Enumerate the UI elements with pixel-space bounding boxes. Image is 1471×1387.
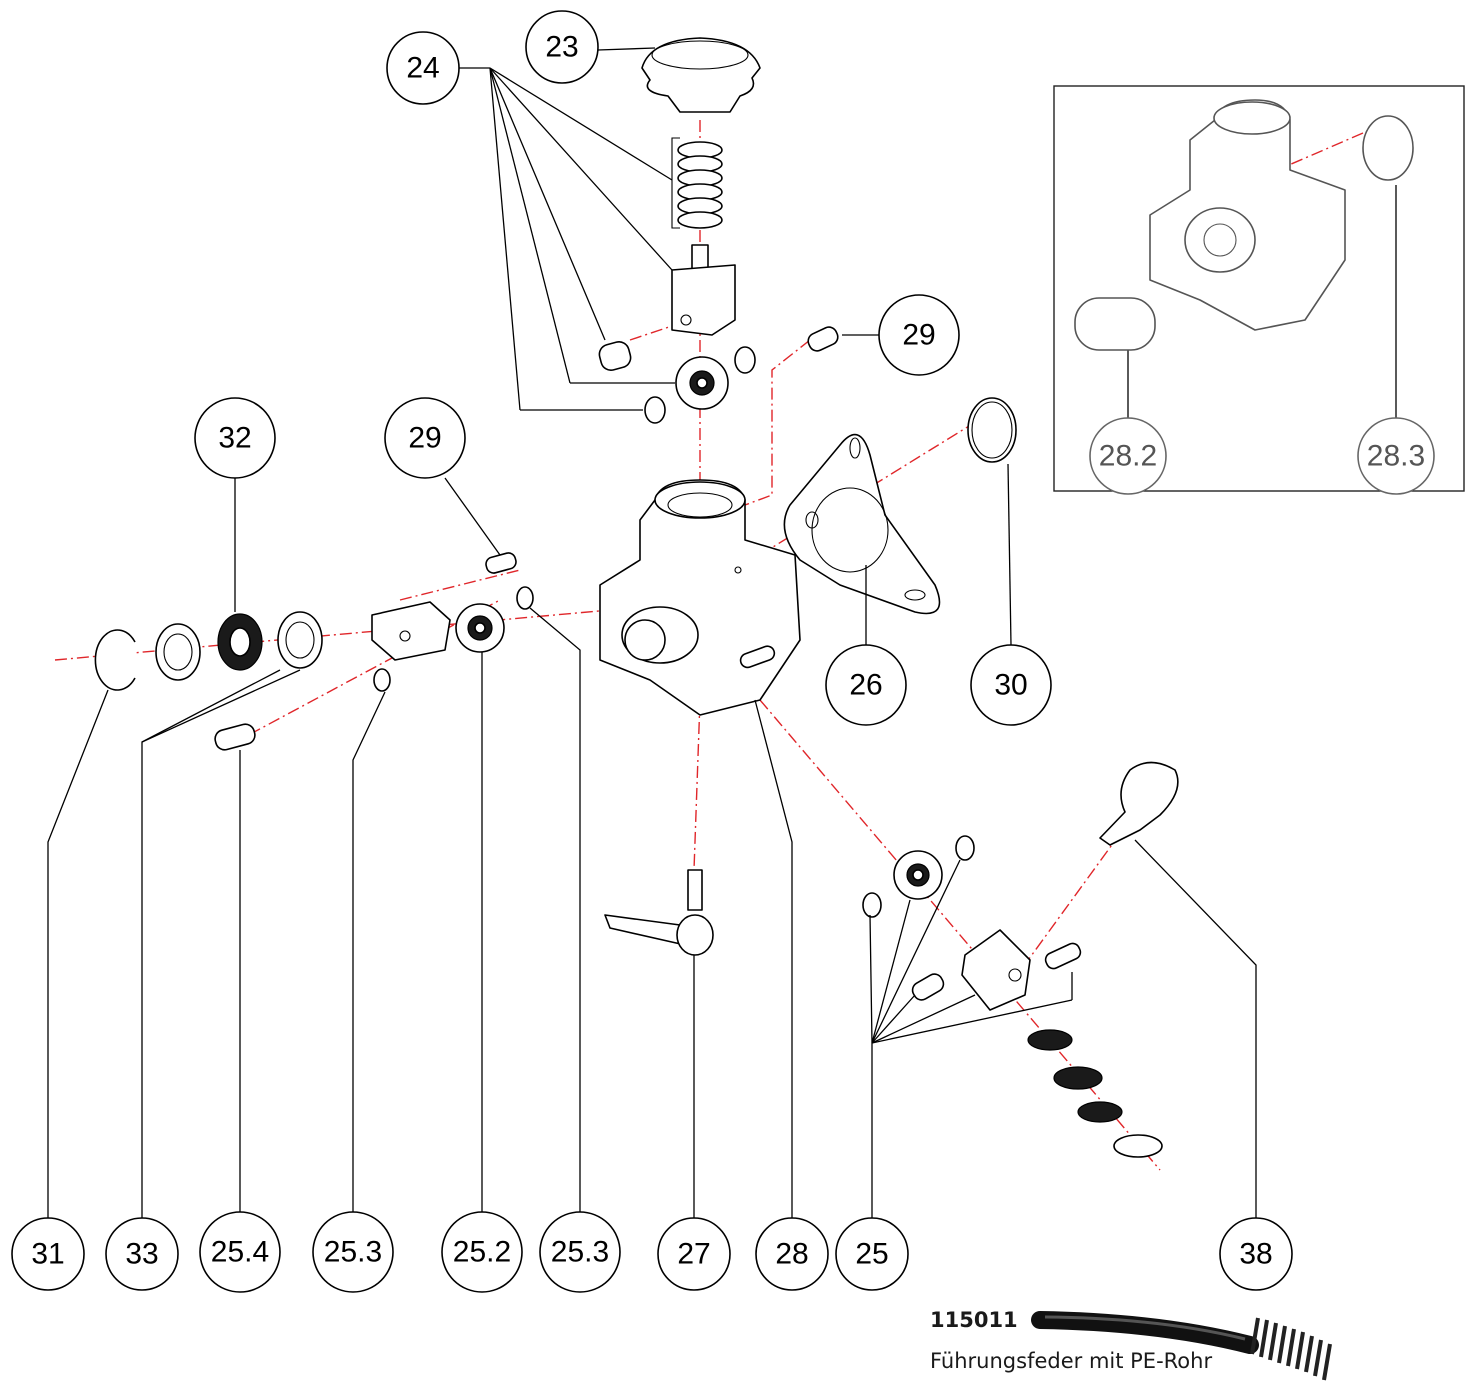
callout-label: 30 <box>994 669 1027 702</box>
callout-label: 29 <box>902 319 935 352</box>
retaining-ring-part <box>967 397 1017 463</box>
flange-plate-part <box>783 433 941 615</box>
callout-label: 27 <box>677 1238 710 1271</box>
callout-25-4: 25.4 <box>199 1211 281 1293</box>
star-knob-part <box>641 37 761 113</box>
callout-label: 23 <box>545 31 578 64</box>
callout-29-left: 29 <box>384 397 466 479</box>
callout-label: 33 <box>125 1238 158 1271</box>
spring-coil-end <box>1250 1317 1332 1381</box>
callout-24: 24 <box>386 31 460 105</box>
callout-29-upper: 29 <box>878 294 960 376</box>
guide-spring-pe-tube-image <box>1031 1311 1332 1381</box>
callout-28-3: 28.3 <box>1357 417 1435 495</box>
detail-inset <box>1053 85 1465 492</box>
callout-30: 30 <box>970 644 1052 726</box>
upper-rocker-block-part <box>671 244 736 336</box>
callout-label: 25.3 <box>551 1236 609 1269</box>
callout-label: 25.3 <box>324 1236 382 1269</box>
callout-32: 32 <box>194 397 276 479</box>
lever-part <box>604 869 714 956</box>
callout-28: 28 <box>755 1217 829 1291</box>
callout-27: 27 <box>657 1217 731 1291</box>
product-description: Führungsfeder mit PE-Rohr <box>930 1349 1212 1373</box>
callout-25: 25 <box>835 1217 909 1291</box>
product-code: 115011 <box>930 1308 1018 1332</box>
callout-25-2: 25.2 <box>441 1211 523 1293</box>
handle-part <box>1099 761 1179 846</box>
callout-label: 25 <box>855 1238 888 1271</box>
callout-label: 28 <box>775 1238 808 1271</box>
callout-label: 38 <box>1239 1238 1272 1271</box>
callout-label: 28.2 <box>1099 440 1157 473</box>
callout-label: 32 <box>218 422 251 455</box>
leader-lines <box>47 47 1397 1218</box>
main-housing-part <box>599 479 801 716</box>
callout-label: 31 <box>31 1238 64 1271</box>
lower-right-parts <box>862 835 1163 1158</box>
callout-label: 25.4 <box>211 1236 269 1269</box>
callout-label: 24 <box>406 52 439 85</box>
callout-25-3-b: 25.3 <box>539 1211 621 1293</box>
callout-label: 26 <box>849 669 882 702</box>
callout-26: 26 <box>825 644 907 726</box>
product-caption: 115011 Führungsfeder mit PE-Rohr <box>930 1308 1212 1373</box>
callout-label: 28.3 <box>1367 440 1425 473</box>
pressure-spring-part <box>671 137 723 229</box>
upper-small-parts <box>598 326 839 424</box>
callout-28-2: 28.2 <box>1089 417 1167 495</box>
callout-label: 29 <box>408 422 441 455</box>
callout-33: 33 <box>105 1217 179 1291</box>
left-side-parts <box>94 552 534 751</box>
callout-25-3-a: 25.3 <box>312 1211 394 1293</box>
callout-31: 31 <box>11 1217 85 1291</box>
callout-23: 23 <box>525 10 599 84</box>
callout-label: 25.2 <box>453 1236 511 1269</box>
callout-38: 38 <box>1219 1217 1293 1291</box>
